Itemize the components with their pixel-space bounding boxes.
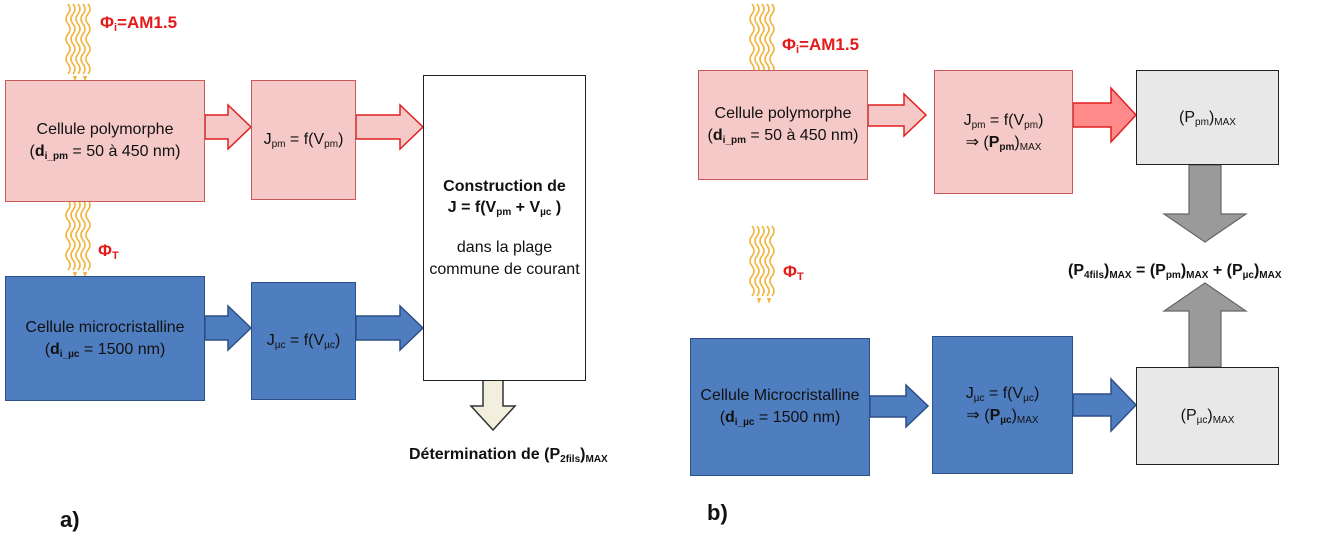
construction-equation: J = f(Vpm + Vµc ) [447, 199, 562, 219]
arrow-down-icon [1162, 164, 1248, 243]
panel-label-b: b) [707, 500, 728, 525]
jv-equation: Jµc = f(Vµc) [965, 385, 1040, 405]
arrow-right-icon [1072, 377, 1138, 433]
pmax-polymorph-box: (Ppm)MAX [1136, 70, 1279, 165]
jv-equation: Jµc = f(Vµc) [266, 332, 341, 352]
pmax-microcrystalline-box: (Pµc)MAX [1136, 367, 1279, 465]
arrow-right-icon [204, 304, 253, 352]
phi-transmitted-label: ΦT [783, 262, 804, 283]
pmax-implication: ⇒ (Pµc)MAX [966, 407, 1039, 426]
light-rays-icon [65, 3, 91, 83]
pmax-value: (Pµc)MAX [1180, 407, 1235, 427]
cell-title: Cellule polymorphe [714, 105, 852, 123]
jv-polymorph-box: Jpm = f(Vpm) [251, 80, 356, 200]
cell-title: Cellule Microcristalline [700, 387, 860, 405]
arrow-right-icon [867, 92, 928, 138]
determination-label: Détermination de (P2fils)MAX [409, 446, 608, 465]
arrow-right-icon [355, 103, 425, 151]
phi-transmitted-label: ΦT [98, 241, 119, 262]
arrow-right-icon [869, 383, 930, 429]
construction-line: commune de courant [429, 260, 580, 278]
arrow-up-icon [1162, 282, 1248, 368]
panel-label-a: a) [60, 507, 80, 532]
cell-title: Cellule microcristalline [25, 318, 185, 336]
arrow-down-icon [469, 379, 517, 432]
construction-title: Construction de [443, 177, 566, 195]
cell-polymorph-box: Cellule polymorphe (di_pm = 50 à 450 nm) [5, 80, 205, 202]
jv-equation: Jpm = f(Vpm) [263, 131, 344, 151]
arrow-right-icon [355, 304, 425, 352]
cell-thickness: (di_µc = 1500 nm) [44, 340, 166, 360]
cell-thickness: (di_pm = 50 à 450 nm) [707, 127, 859, 146]
cell-microcrystalline-box: Cellule Microcristalline (di_µc = 1500 n… [690, 338, 870, 476]
pmax-value: (Ppm)MAX [1179, 108, 1236, 128]
light-rays-icon [65, 199, 91, 279]
construction-line: dans la plage [456, 239, 553, 256]
sum-equation: (P4fils)MAX = (Ppm)MAX + (Pµc)MAX [1068, 262, 1282, 281]
phi-incident-label: Φi=AM1.5 [100, 13, 178, 34]
jv-equation: Jpm = f(Vpm) [963, 112, 1044, 132]
arrow-right-icon [204, 103, 253, 151]
cell-title: Cellule polymorphe [36, 121, 174, 139]
phi-incident-label: Φi=AM1.5 [782, 35, 860, 56]
jv-microcrystalline-box: Jµc = f(Vµc) [251, 282, 356, 400]
jv-polymorph-box: Jpm = f(Vpm) ⇒ (Ppm)MAX [934, 70, 1073, 194]
cell-polymorph-box: Cellule polymorphe (di_pm = 50 à 450 nm) [698, 70, 868, 180]
jv-microcrystalline-box: Jµc = f(Vµc) ⇒ (Pµc)MAX [932, 336, 1073, 474]
pmax-implication: ⇒ (Ppm)MAX [965, 134, 1042, 153]
cell-thickness: (di_pm = 50 à 450 nm) [29, 143, 181, 162]
construction-box: Construction de J = f(Vpm + Vµc ) dans l… [423, 75, 586, 381]
cell-thickness: (di_µc = 1500 nm) [719, 409, 841, 428]
light-rays-icon [749, 225, 775, 305]
cell-microcrystalline-box: Cellule microcristalline (di_µc = 1500 n… [5, 276, 205, 401]
arrow-right-icon [1072, 86, 1138, 144]
